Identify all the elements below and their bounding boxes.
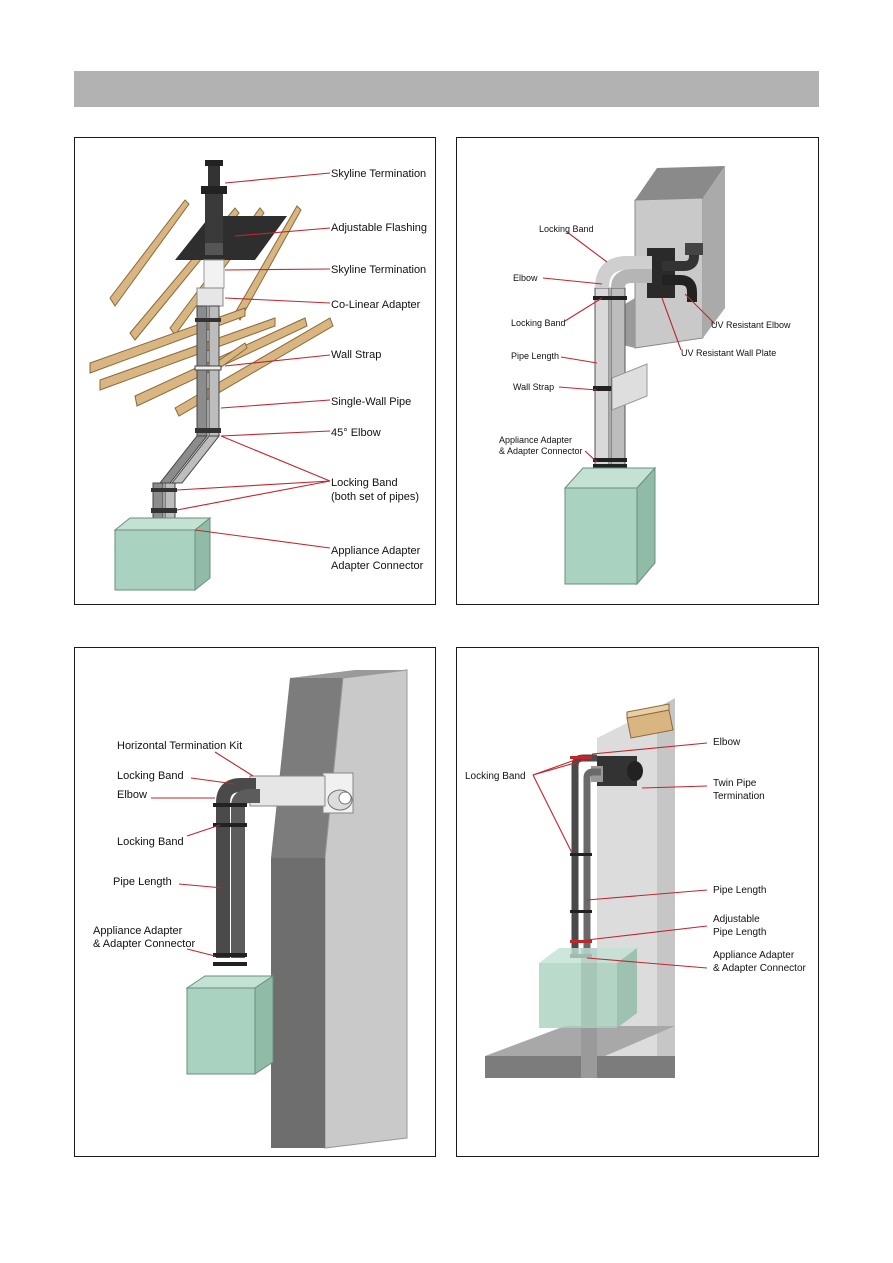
label-skyline-termination-top: Skyline Termination: [331, 168, 426, 180]
appliance-box: [185, 975, 275, 1075]
wall-strap: [611, 363, 648, 411]
label-pipe-length: Pipe Length: [713, 885, 766, 896]
diagram-horizontal: Horizontal Termination Kit Locking Band …: [93, 669, 408, 1149]
diagram-panel-vertical-roof: Skyline Termination Adjustable Flashing …: [74, 137, 436, 605]
label-locking-band-top: Locking Band: [539, 224, 594, 234]
diagram-twin-pipe: Elbow Locking Band Twin Pipe Termination…: [465, 698, 807, 1078]
diagram-uv-wall: Locking Band Elbow Locking Band Pipe Len…: [499, 166, 791, 586]
uv-elbows: [662, 243, 703, 302]
label-uv-resistant-elbow: UV Resistant Elbow: [711, 320, 791, 330]
header-bar: [74, 71, 819, 107]
label-horizontal-termination-kit: Horizontal Termination Kit: [117, 740, 242, 752]
label-elbow: Elbow: [513, 273, 538, 283]
label-adjustable-pipe-length-1: Adjustable: [713, 914, 760, 925]
vent-pipes: [570, 754, 601, 958]
label-appliance-adapter: Appliance Adapter: [93, 925, 183, 937]
diagram-panel-twin-pipe: Elbow Locking Band Twin Pipe Termination…: [456, 647, 819, 1157]
vent-pipes: [213, 778, 260, 966]
twin-pipes: [151, 305, 222, 524]
diagram-vertical-roof: Skyline Termination Adjustable Flashing …: [89, 160, 427, 592]
label-locking-band: Locking Band: [331, 477, 398, 489]
wood-beam: [626, 703, 674, 739]
skyline-termination: [201, 160, 227, 255]
vent-pipes: [593, 256, 652, 474]
label-wall-strap: Wall Strap: [331, 349, 381, 361]
appliance-box: [539, 948, 637, 1028]
wall-column: [271, 669, 408, 1149]
label-adapter-connector: & Adapter Connector: [93, 938, 195, 950]
label-elbow: Elbow: [713, 737, 741, 748]
label-pipe-length: Pipe Length: [113, 876, 172, 888]
label-adapter-connector: & Adapter Connector: [713, 963, 807, 974]
label-pipe-length: Pipe Length: [511, 351, 559, 361]
label-locking-band-low: Locking Band: [511, 318, 566, 328]
termination-white-section: [203, 259, 225, 289]
label-adapter-connector: Adapter Connector: [331, 560, 424, 572]
label-locking-band: Locking Band: [465, 771, 526, 782]
label-adapter-connector: & Adapter Connector: [499, 446, 583, 456]
label-appliance-adapter: Appliance Adapter: [499, 435, 572, 445]
label-45-elbow: 45° Elbow: [331, 427, 381, 439]
label-twin-pipe-termination-1: Twin Pipe: [713, 778, 757, 789]
label-uv-resistant-wall-plate: UV Resistant Wall Plate: [681, 348, 776, 358]
label-locking-band-note: (both set of pipes): [331, 491, 419, 503]
label-twin-pipe-termination-2: Termination: [713, 791, 765, 802]
label-adjustable-pipe-length-2: Pipe Length: [713, 927, 766, 938]
label-skyline-termination-mid: Skyline Termination: [331, 264, 426, 276]
appliance-box: [113, 516, 212, 592]
label-adjustable-flashing: Adjustable Flashing: [331, 222, 427, 234]
label-appliance-adapter: Appliance Adapter: [713, 950, 795, 961]
flashing-plate: [175, 216, 287, 260]
label-wall-strap: Wall Strap: [513, 382, 554, 392]
diagram-panel-horizontal: Horizontal Termination Kit Locking Band …: [74, 647, 436, 1157]
horizontal-termination-kit: [249, 772, 354, 814]
appliance-box: [563, 466, 657, 586]
label-locking-band-low: Locking Band: [117, 836, 184, 848]
label-single-wall-pipe: Single-Wall Pipe: [331, 396, 411, 408]
label-locking-band-top: Locking Band: [117, 770, 184, 782]
co-linear-adapter: [196, 287, 224, 307]
diagram-panel-uv-wall: Locking Band Elbow Locking Band Pipe Len…: [456, 137, 819, 605]
twin-pipe-termination: [591, 756, 643, 786]
label-appliance-adapter: Appliance Adapter: [331, 545, 421, 557]
label-elbow: Elbow: [117, 789, 147, 801]
label-co-linear-adapter: Co-Linear Adapter: [331, 299, 421, 311]
